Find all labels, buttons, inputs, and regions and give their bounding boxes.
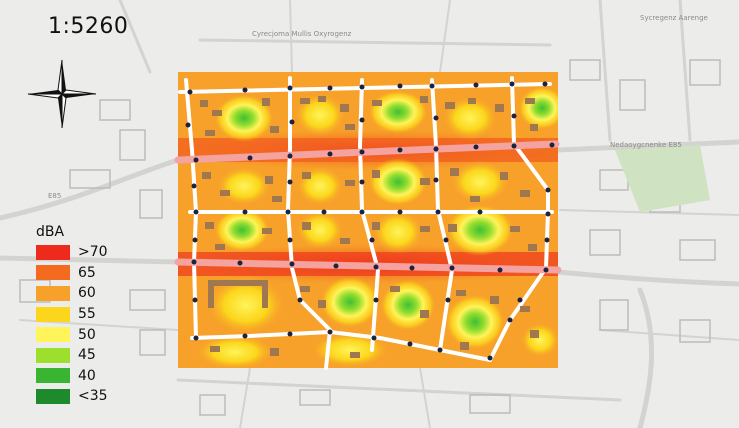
road-label-west: E85 — [48, 192, 61, 200]
legend-swatch — [36, 368, 70, 384]
road-label-north: Cyrecjoma Mullis Oxyrogenz — [252, 30, 352, 38]
road-label-east: Nedaoygcnenke E85 — [610, 141, 682, 149]
legend-swatch — [36, 347, 70, 363]
legend-label: <35 — [78, 388, 108, 405]
legend-label: 40 — [78, 367, 96, 384]
legend-swatch — [36, 285, 70, 301]
map-scale: 1:5260 — [48, 14, 129, 39]
legend-label: 45 — [78, 347, 96, 364]
receiver-points — [185, 81, 555, 361]
compass-rose-icon — [27, 59, 97, 129]
legend-swatch — [36, 388, 70, 404]
zone-buildings — [200, 96, 539, 358]
legend-swatch — [36, 306, 70, 322]
background-road-labels: Cyrecjoma Mullis Oxyrogenz Sycregenz Aar… — [48, 14, 708, 200]
road-label-northeast: Sycregenz Aarenge — [640, 14, 708, 22]
legend-item: 60 — [36, 283, 122, 304]
legend-item: 45 — [36, 345, 122, 366]
noise-legend: dBA >70 65 60 55 50 45 40 <35 — [36, 224, 122, 407]
legend-label: 60 — [78, 285, 96, 302]
legend-rows: >70 65 60 55 50 45 40 <35 — [36, 242, 122, 407]
legend-swatch — [36, 244, 70, 260]
legend-item: 50 — [36, 324, 122, 345]
legend-label: >70 — [78, 244, 108, 261]
legend-item: 40 — [36, 366, 122, 387]
legend-label: 50 — [78, 326, 96, 343]
legend-swatch — [36, 327, 70, 343]
legend-item: <35 — [36, 386, 122, 407]
background-buildings — [19, 59, 721, 416]
legend-item: 55 — [36, 304, 122, 325]
legend-swatch — [36, 265, 70, 281]
legend-title: dBA — [36, 224, 65, 240]
legend-label: 65 — [78, 264, 96, 281]
legend-label: 55 — [78, 306, 96, 323]
legend-item: 65 — [36, 263, 122, 284]
noise-zone — [178, 72, 558, 368]
park-area — [615, 145, 710, 212]
legend-item: >70 — [36, 242, 122, 263]
